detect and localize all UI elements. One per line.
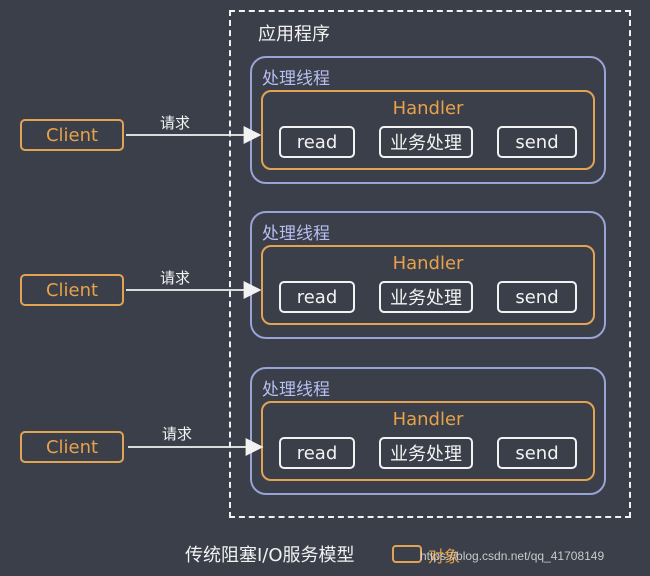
- read-op-1: read: [279, 126, 355, 158]
- request-label-1: 请求: [160, 114, 191, 132]
- handler-title-3: Handler: [392, 409, 464, 430]
- request-label-2: 请求: [160, 269, 191, 287]
- thread-title-3: 处理线程: [262, 380, 330, 400]
- legend-label: 对象: [428, 547, 461, 566]
- request-label-3: 请求: [162, 425, 193, 443]
- application-boundary: [229, 10, 631, 518]
- read-op-3: read: [279, 437, 355, 469]
- client-box-3: Client: [20, 431, 124, 463]
- legend-swatch: [392, 545, 422, 563]
- read-op-2: read: [279, 281, 355, 313]
- handler-box-2: Handler read 业务处理 send: [261, 245, 595, 325]
- processing-thread-3: 处理线程 Handler read 业务处理 send: [250, 367, 606, 495]
- business-op-1: 业务处理: [379, 126, 473, 158]
- handler-title-1: Handler: [392, 98, 464, 119]
- diagram-title: 传统阻塞I/O服务模型: [185, 545, 355, 566]
- thread-title-1: 处理线程: [262, 69, 330, 89]
- send-op-2: send: [497, 281, 577, 313]
- client-box-1: Client: [20, 119, 124, 151]
- send-op-3: send: [497, 437, 577, 469]
- client-box-2: Client: [20, 274, 124, 306]
- thread-title-2: 处理线程: [262, 224, 330, 244]
- watermark-text: https://blog.csdn.net/qq_41708149: [420, 549, 605, 563]
- handler-title-2: Handler: [392, 253, 464, 274]
- send-op-1: send: [497, 126, 577, 158]
- processing-thread-2: 处理线程 Handler read 业务处理 send: [250, 211, 606, 339]
- handler-box-1: Handler read 业务处理 send: [261, 90, 595, 170]
- handler-box-3: Handler read 业务处理 send: [261, 401, 595, 481]
- application-title: 应用程序: [258, 24, 330, 45]
- business-op-3: 业务处理: [379, 437, 473, 469]
- processing-thread-1: 处理线程 Handler read 业务处理 send: [250, 56, 606, 184]
- business-op-2: 业务处理: [379, 281, 473, 313]
